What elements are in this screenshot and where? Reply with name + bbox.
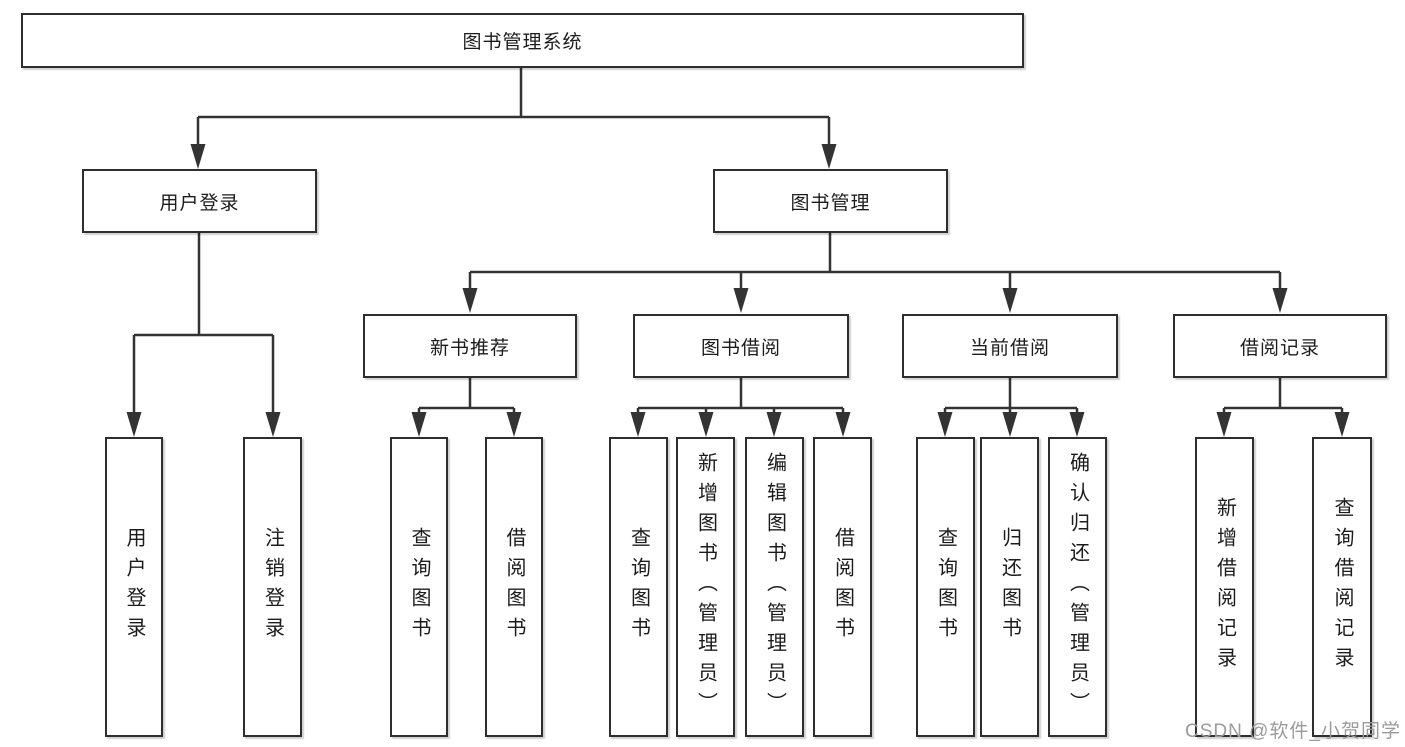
csdn-watermark: CSDN @软件_小贺同学 [1185, 721, 1401, 742]
leaf-borrow-books-recommend-label: 借阅图书 [503, 527, 525, 647]
leaf-add-borrow-record-label: 新增借阅记录 [1213, 497, 1236, 677]
leaf-user-login: 用户登录 [105, 437, 163, 737]
leaf-query-books-current: 查询图书 [916, 437, 975, 737]
leaf-query-borrow-record: 查询借阅记录 [1312, 437, 1372, 737]
leaf-add-book-admin: 新增图书（管理员） [676, 437, 735, 737]
arrowheads [126, 144, 1350, 437]
leaf-query-books-borrow-label: 查询图书 [627, 527, 650, 647]
connector-new-book-children [417, 378, 516, 416]
connector-user-login-children [132, 233, 275, 416]
node-current-borrow: 当前借阅 [902, 314, 1118, 378]
connector-root-to-branches [196, 68, 831, 148]
leaf-query-books-recommend-label: 查询图书 [408, 527, 430, 647]
leaf-user-login-label: 用户登录 [123, 527, 145, 647]
node-user-login-label: 用户登录 [159, 192, 240, 214]
leaf-borrow-book: 借阅图书 [813, 437, 872, 737]
connector-current-borrow-children [943, 378, 1079, 416]
node-book-management-label: 图书管理 [790, 192, 871, 214]
node-new-book-recommend-label: 新书推荐 [429, 337, 510, 359]
leaf-edit-book-admin-label: 编辑图书（管理员） [763, 452, 786, 722]
leaf-add-book-admin-label: 新增图书（管理员） [694, 452, 717, 722]
node-book-management: 图书管理 [713, 169, 948, 233]
node-current-borrow-label: 当前借阅 [969, 337, 1050, 359]
leaf-edit-book-admin: 编辑图书（管理员） [745, 437, 804, 737]
leaf-query-borrow-record-label: 查询借阅记录 [1331, 497, 1353, 677]
connector-borrow-record-children [1222, 378, 1344, 416]
leaf-query-books-borrow: 查询图书 [609, 437, 668, 737]
node-root-library-system: 图书管理系统 [21, 13, 1024, 68]
node-borrow-record-label: 借阅记录 [1239, 337, 1320, 359]
leaf-confirm-return-admin-label: 确认归还（管理员） [1066, 452, 1089, 722]
connector-book-management-sections [468, 233, 1282, 292]
node-root-label: 图书管理系统 [462, 32, 583, 53]
leaf-logout: 注销登录 [243, 437, 302, 737]
leaf-return-book-label: 归还图书 [998, 527, 1021, 647]
leaf-query-books-recommend: 查询图书 [390, 437, 448, 737]
leaf-logout-label: 注销登录 [261, 527, 284, 647]
leaf-return-book: 归还图书 [980, 437, 1039, 737]
node-new-book-recommend: 新书推荐 [363, 314, 577, 378]
leaf-query-books-current-label: 查询图书 [934, 527, 957, 647]
leaf-confirm-return-admin: 确认归还（管理员） [1048, 437, 1107, 737]
node-user-login: 用户登录 [82, 169, 317, 233]
node-book-borrow: 图书借阅 [633, 314, 849, 378]
leaf-add-borrow-record: 新增借阅记录 [1195, 437, 1254, 737]
node-book-borrow-label: 图书借阅 [700, 337, 781, 359]
leaf-borrow-books-recommend: 借阅图书 [485, 437, 543, 737]
connector-book-borrow-children [636, 378, 845, 416]
node-borrow-record: 借阅记录 [1173, 314, 1387, 378]
leaf-borrow-book-label: 借阅图书 [831, 527, 854, 647]
